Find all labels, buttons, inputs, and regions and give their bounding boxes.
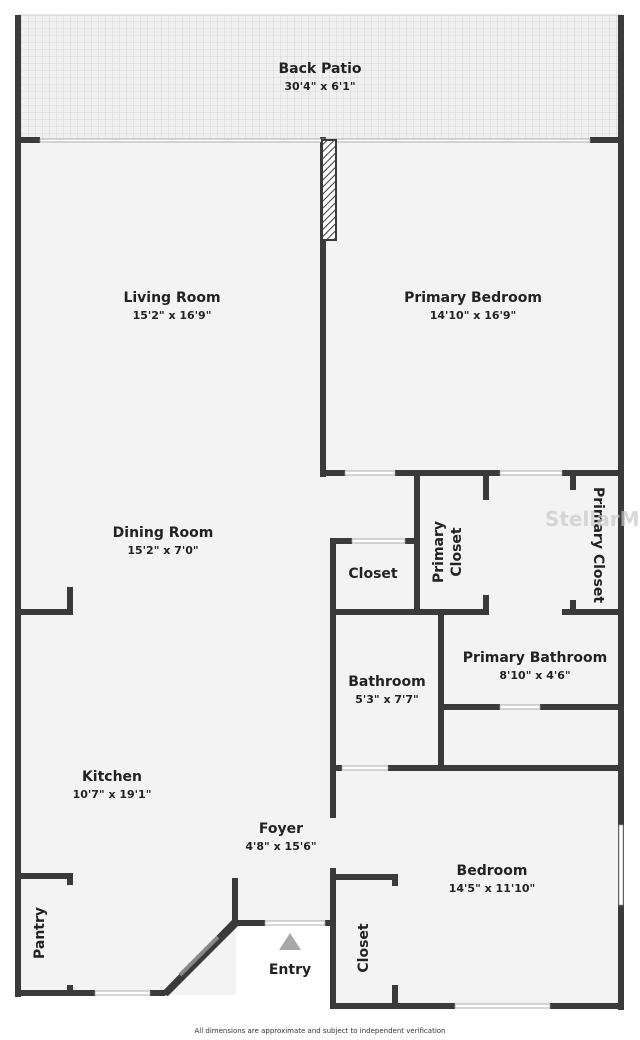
- room-dim: 30'4" x 6'1": [284, 80, 356, 93]
- room-name: Primary Closet: [590, 486, 606, 604]
- room-foyer: Foyer 4'8" x 15'6": [245, 821, 316, 853]
- room-name: Entry: [268, 962, 312, 978]
- patio-area: [17, 14, 623, 141]
- room-name: Primary Closet: [431, 520, 465, 584]
- room-name: Kitchen: [81, 769, 143, 785]
- room-name: Pantry: [32, 906, 48, 960]
- room-name: Primary Bathroom: [462, 650, 608, 666]
- room-dim: 8'10" x 4'6": [499, 669, 571, 682]
- room-name: Living Room: [123, 290, 221, 306]
- room-pantry: Pantry: [32, 907, 48, 959]
- room-dim: 5'3" x 7'7": [355, 693, 419, 706]
- room-bathroom: Bathroom 5'3" x 7'7": [348, 674, 426, 706]
- room-name: Dining Room: [112, 525, 214, 541]
- room-closet-hall: Closet: [348, 566, 397, 582]
- room-bedroom: Bedroom 14'5" x 11'10": [449, 863, 536, 895]
- room-name: Closet: [348, 566, 398, 582]
- room-dim: 15'2" x 16'9": [132, 309, 212, 322]
- room-name: Back Patio: [278, 61, 362, 77]
- room-name: Primary Bedroom: [404, 290, 542, 306]
- entry-arrow-icon: [279, 933, 301, 950]
- watermark: StellarMLS: [545, 507, 640, 531]
- room-name: Bedroom: [456, 863, 528, 879]
- footer-note: All dimensions are approximate and subje…: [194, 1027, 446, 1035]
- room-name: Closet: [356, 923, 372, 973]
- room-living-room: Living Room 15'2" x 16'9": [123, 290, 220, 322]
- room-closet-bedroom: Closet: [356, 923, 372, 972]
- room-primary-closet-1: Primary Closet: [430, 521, 466, 583]
- room-entry: Entry: [269, 962, 311, 978]
- room-name: Foyer: [258, 821, 304, 837]
- room-primary-bedroom: Primary Bedroom 14'10" x 16'9": [404, 290, 542, 322]
- room-dim: 14'10" x 16'9": [429, 309, 517, 322]
- room-dim: 15'2" x 7'0": [127, 544, 199, 557]
- room-primary-closet-2: Primary Closet: [590, 487, 606, 603]
- room-back-patio: Back Patio 30'4" x 6'1": [278, 61, 361, 93]
- hatched-column: [321, 139, 337, 241]
- room-dim: 14'5" x 11'10": [448, 882, 536, 895]
- room-dining-room: Dining Room 15'2" x 7'0": [113, 525, 214, 557]
- windows-doors: [39, 138, 624, 1009]
- room-dim: 10'7" x 19'1": [72, 788, 152, 801]
- room-kitchen: Kitchen 10'7" x 19'1": [73, 769, 152, 801]
- room-primary-bathroom: Primary Bathroom 8'10" x 4'6": [463, 650, 607, 682]
- room-dim: 4'8" x 15'6": [245, 840, 317, 853]
- room-name: Bathroom: [348, 674, 426, 690]
